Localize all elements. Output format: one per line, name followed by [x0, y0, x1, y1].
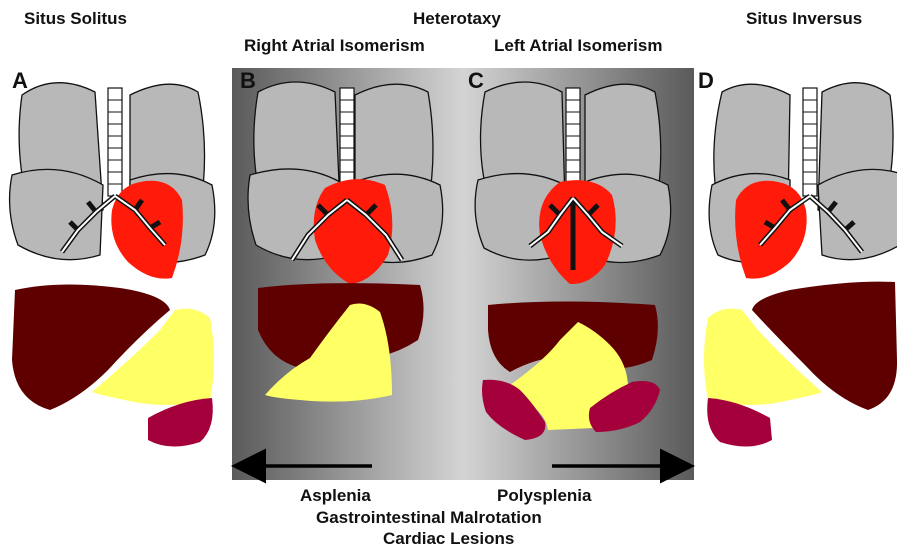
left-lower-lung — [10, 169, 103, 259]
trachea — [108, 88, 122, 196]
label-cardiac-lesions: Cardiac Lesions — [383, 529, 514, 549]
heading-heterotaxy: Heterotaxy — [413, 9, 501, 29]
label-gastrointestinal-malrotation: Gastrointestinal Malrotation — [316, 508, 542, 528]
label-polysplenia: Polysplenia — [497, 486, 591, 506]
heading-left-atrial-isomerism: Left Atrial Isomerism — [494, 36, 662, 56]
heading-situs-inversus: Situs Inversus — [746, 9, 862, 29]
spleen — [707, 398, 772, 447]
label-asplenia: Asplenia — [300, 486, 371, 506]
panel-label-b: B — [240, 68, 256, 94]
panel-label-c: C — [468, 68, 484, 94]
panel-a-anatomy — [10, 83, 215, 447]
panel-label-a: A — [12, 68, 28, 94]
panel-d-anatomy — [704, 83, 897, 447]
panel-label-d: D — [698, 68, 714, 94]
heart — [111, 181, 183, 279]
heading-right-atrial-isomerism: Right Atrial Isomerism — [244, 36, 425, 56]
heading-situs-solitus: Situs Solitus — [24, 9, 127, 29]
spleen — [148, 398, 213, 447]
trachea — [803, 88, 817, 196]
